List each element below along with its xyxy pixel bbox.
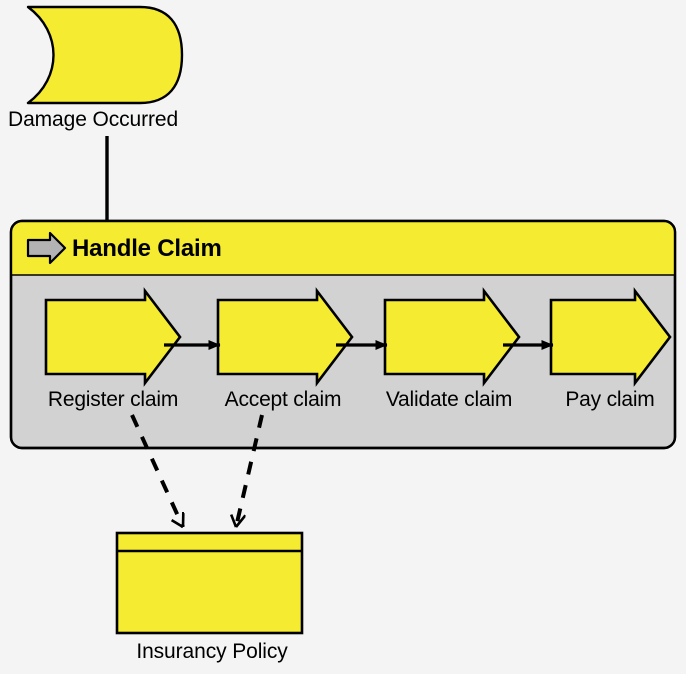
- group-title: Handle Claim: [72, 235, 222, 262]
- group-header-band: [11, 221, 675, 275]
- process-chevron-shape: [216, 287, 354, 387]
- access-accept-to-policy: [236, 414, 264, 527]
- business-event-shape: [26, 5, 184, 105]
- process-label-register-claim: Register claim: [47, 388, 179, 411]
- process-accept-claim[interactable]: [216, 287, 354, 387]
- process-chevron-shape: [383, 287, 521, 387]
- process-label-accept-claim: Accept claim: [224, 388, 342, 411]
- business-object-insurancy-policy[interactable]: [115, 531, 304, 635]
- business-object-body: [115, 531, 304, 635]
- business-event-label: Damage Occurred: [8, 108, 179, 131]
- process-chevron-shape: [44, 287, 182, 387]
- access-register-to-policy: [130, 414, 185, 527]
- process-arrow-icon: [26, 231, 67, 265]
- business-event-damage-occurred[interactable]: [26, 5, 184, 105]
- process-label-validate-claim: Validate claim: [385, 388, 513, 411]
- process-label-pay-claim: Pay claim: [565, 388, 655, 411]
- process-pay-claim[interactable]: [549, 287, 672, 387]
- process-chevron-shape: [549, 287, 672, 387]
- group-border: [9, 219, 677, 450]
- business-object-label: Insurancy Policy: [136, 640, 288, 663]
- process-register-claim[interactable]: [44, 287, 182, 387]
- process-validate-claim[interactable]: [383, 287, 521, 387]
